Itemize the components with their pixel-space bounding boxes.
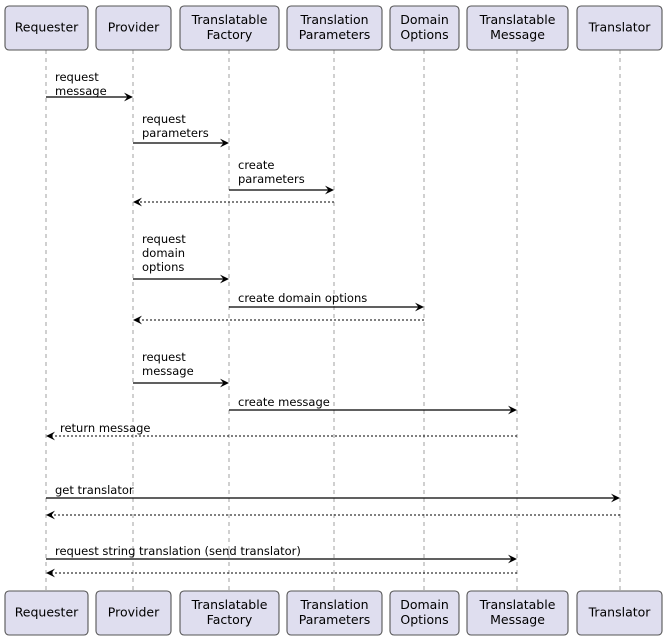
arrow-head-icon — [508, 405, 517, 415]
participant-box — [389, 5, 460, 51]
participant-label: Requester — [15, 20, 79, 35]
arrow-head-icon — [508, 554, 517, 564]
arrow-head-icon — [46, 510, 55, 520]
message-label: request — [142, 112, 186, 126]
participant-label: Domain — [400, 597, 449, 612]
message-label: create message — [238, 395, 330, 409]
message-m4[interactable] — [133, 197, 334, 207]
participant-header-provider[interactable]: Provider — [95, 5, 172, 51]
participant-label: Parameters — [299, 612, 371, 627]
participant-footer-requester[interactable]: Requester — [4, 590, 89, 636]
messages-layer: requestmessagerequestparameterscreatepar… — [46, 70, 620, 578]
participant-label: Translatable — [479, 597, 556, 612]
participant-box — [179, 5, 280, 51]
participant-box — [286, 5, 383, 51]
participant-footer-provider[interactable]: Provider — [95, 590, 172, 636]
message-label: parameters — [142, 126, 209, 140]
participant-header-requester[interactable]: Requester — [4, 5, 89, 51]
participant-label: Translation — [299, 12, 368, 27]
message-m12[interactable] — [46, 510, 620, 520]
message-m11[interactable]: get translator — [46, 483, 620, 503]
message-m7[interactable] — [133, 315, 424, 325]
arrow-head-icon — [133, 197, 142, 207]
message-label: create — [238, 158, 275, 172]
participant-box — [466, 5, 569, 51]
arrow-head-icon — [220, 138, 229, 148]
arrow-head-icon — [220, 274, 229, 284]
message-label: return message — [60, 421, 151, 435]
arrow-head-icon — [133, 315, 142, 325]
participant-box — [4, 5, 89, 51]
message-label: parameters — [238, 172, 305, 186]
message-m9[interactable]: create message — [229, 395, 517, 415]
message-label: message — [55, 84, 107, 98]
participant-box — [286, 590, 383, 636]
participant-box — [4, 590, 89, 636]
participant-label: Translatable — [479, 12, 556, 27]
participant-label: Domain — [400, 12, 449, 27]
message-m14[interactable] — [46, 568, 517, 578]
message-label: get translator — [55, 483, 134, 497]
message-label: options — [142, 260, 184, 274]
message-label: request — [142, 232, 186, 246]
participant-label: Options — [400, 27, 448, 42]
participant-box — [95, 5, 172, 51]
participant-box — [95, 590, 172, 636]
participant-label: Translatable — [191, 12, 268, 27]
arrow-head-icon — [325, 185, 334, 195]
message-label: request string translation (send transla… — [55, 544, 301, 558]
participant-header-translator[interactable]: Translator — [576, 5, 663, 51]
arrow-head-icon — [46, 568, 55, 578]
participant-label: Options — [400, 612, 448, 627]
message-label: request — [142, 350, 186, 364]
message-m13[interactable]: request string translation (send transla… — [46, 544, 517, 564]
arrow-head-icon — [124, 92, 133, 102]
message-label: message — [142, 364, 194, 378]
participant-box — [576, 590, 663, 636]
participant-label: Provider — [108, 605, 160, 620]
message-m6[interactable]: create domain options — [229, 291, 424, 312]
participant-label: Requester — [15, 605, 79, 620]
message-m10[interactable]: return message — [46, 421, 517, 441]
message-label: create domain options — [238, 291, 367, 305]
participant-label: Translatable — [191, 597, 268, 612]
participant-label: Factory — [207, 27, 253, 42]
arrow-head-icon — [46, 431, 55, 441]
participant-box — [576, 5, 663, 51]
participant-label: Message — [490, 612, 545, 627]
participant-box — [179, 590, 280, 636]
arrow-head-icon — [415, 302, 424, 312]
arrow-head-icon — [611, 493, 620, 503]
participant-box — [466, 590, 569, 636]
participant-footer-translator[interactable]: Translator — [576, 590, 663, 636]
participant-label: Factory — [207, 612, 253, 627]
participant-label: Translation — [299, 597, 368, 612]
message-label: request — [55, 70, 99, 84]
participant-label: Message — [490, 27, 545, 42]
lifelines-layer — [45, 50, 621, 591]
participant-label: Parameters — [299, 27, 371, 42]
message-label: domain — [142, 246, 185, 260]
participant-box — [389, 590, 460, 636]
participant-label: Translator — [588, 605, 652, 620]
arrow-head-icon — [220, 378, 229, 388]
participant-label: Translator — [588, 20, 652, 35]
participant-label: Provider — [108, 20, 160, 35]
